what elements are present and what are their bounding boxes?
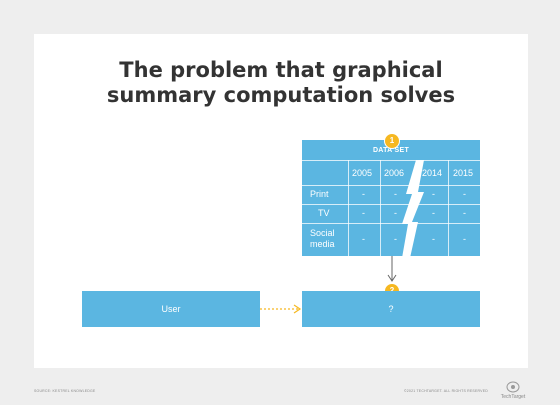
user-label: User — [161, 304, 181, 314]
year-header: 2015 — [453, 168, 474, 178]
table-cell: - — [463, 208, 466, 218]
table-divider — [302, 160, 480, 161]
year-header: 2005 — [352, 168, 373, 178]
down-arrow-icon — [387, 256, 397, 282]
table-divider — [448, 160, 449, 256]
table-cell: - — [394, 208, 397, 218]
table-cell: - — [432, 189, 435, 199]
table-divider — [302, 223, 480, 224]
table-cell: - — [362, 208, 365, 218]
table-cell: - — [463, 234, 466, 244]
table-cell: - — [432, 208, 435, 218]
source-credit: SOURCE: KESTREL KNOWLEDGE — [34, 389, 96, 393]
logo-text: TechTarget — [501, 394, 526, 400]
table-divider — [380, 160, 381, 256]
row-label-social-media: Social media — [310, 228, 335, 250]
result-box: ? — [302, 291, 480, 327]
table-cell: - — [394, 189, 397, 199]
right-arrow-icon — [260, 304, 302, 314]
data-set-header: DATA SET — [372, 147, 410, 154]
year-header: 2014 — [422, 168, 443, 178]
table-cell: - — [362, 234, 365, 244]
techtarget-logo: TechTarget — [497, 380, 529, 405]
table-cell: - — [432, 234, 435, 244]
table-divider — [302, 185, 480, 186]
user-box: User — [82, 291, 260, 327]
row-label-tv: TV — [318, 208, 330, 218]
break-mark-icon — [402, 160, 424, 258]
data-set-table: DATA SET 2005 2006 2014 2015 Print - - -… — [302, 140, 480, 256]
copyright: ©2021 TECHTARGET. ALL RIGHTS RESERVED — [404, 389, 488, 393]
table-cell: - — [463, 189, 466, 199]
table-cell: - — [394, 234, 397, 244]
step-1-badge: 1 — [384, 133, 400, 149]
result-label: ? — [388, 304, 394, 314]
row-label-line: media — [310, 239, 335, 249]
title-line-1: The problem that graphical — [119, 58, 443, 82]
year-header: 2006 — [384, 168, 405, 178]
table-divider — [348, 160, 349, 256]
title-line-2: summary computation solves — [106, 83, 456, 107]
table-cell: - — [362, 189, 365, 199]
row-label-print: Print — [310, 189, 329, 199]
table-divider — [302, 204, 480, 205]
page-title: The problem that graphical summary compu… — [34, 58, 528, 108]
row-label-line: Social — [310, 228, 335, 238]
